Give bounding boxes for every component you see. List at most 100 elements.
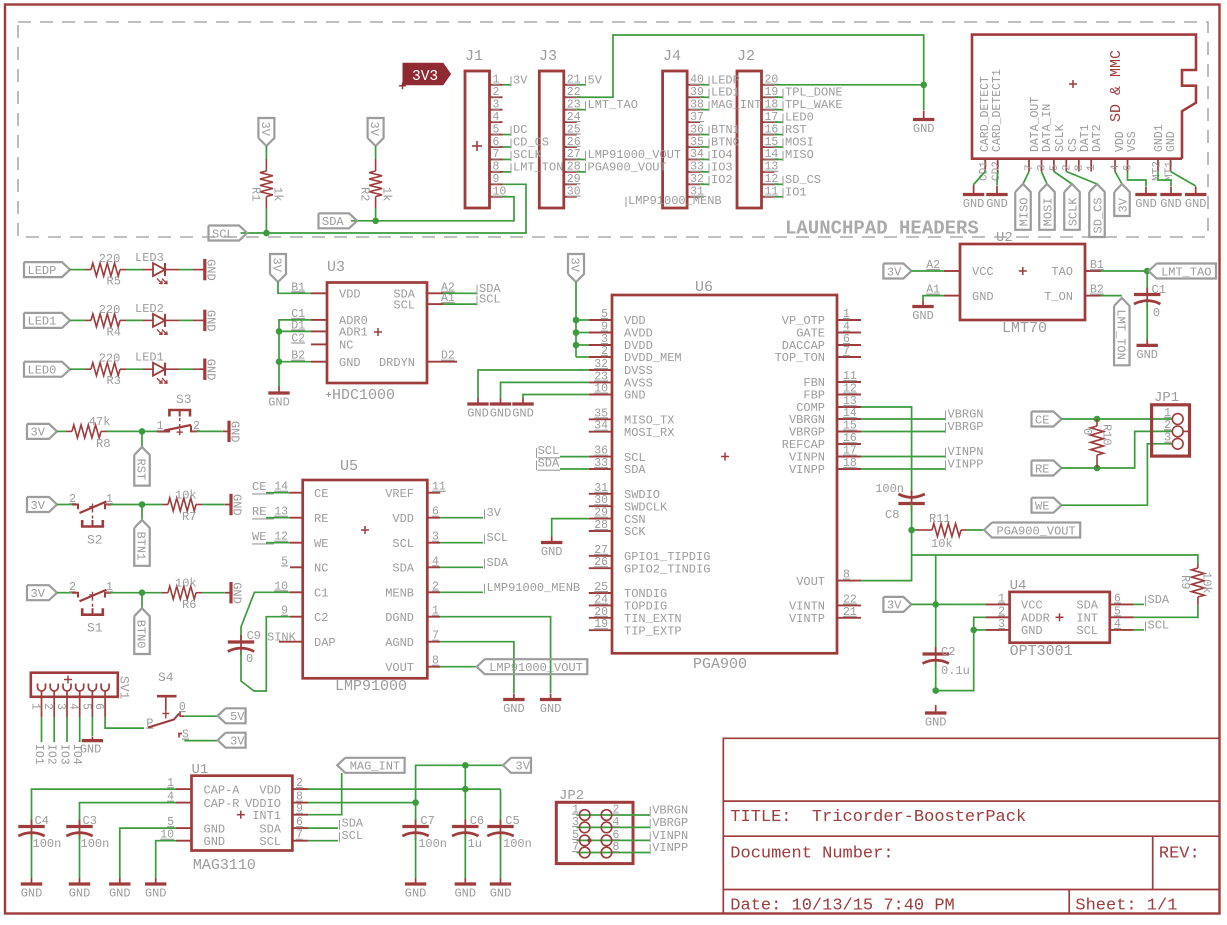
svg-text:TIN_EXTN: TIN_EXTN: [624, 612, 682, 626]
svg-text:4: 4: [1114, 618, 1121, 631]
svg-text:ADR0: ADR0: [339, 314, 368, 328]
svg-text:GND: GND: [1135, 197, 1157, 211]
svg-text:S1: S1: [87, 621, 103, 636]
svg-text:U4: U4: [1010, 578, 1027, 594]
svg-text:1: 1: [572, 804, 579, 817]
svg-text:6: 6: [1114, 592, 1121, 605]
svg-text:8: 8: [613, 841, 620, 854]
svg-text:2: 2: [493, 86, 500, 99]
svg-text:100n: 100n: [503, 837, 532, 851]
svg-text:TPL_DONE: TPL_DONE: [785, 86, 843, 100]
svg-text:3V: 3V: [258, 122, 272, 137]
svg-text:2: 2: [1164, 419, 1171, 432]
svg-text:3: 3: [601, 333, 608, 346]
svg-text:VBRGP: VBRGP: [789, 426, 825, 440]
svg-text:VINTN: VINTN: [789, 600, 825, 614]
svg-text:4: 4: [843, 321, 850, 334]
svg-text:31: 31: [690, 186, 704, 199]
svg-text:4: 4: [67, 703, 80, 710]
svg-text:8: 8: [1074, 164, 1086, 171]
svg-text:S: S: [182, 729, 189, 742]
svg-text:VDD: VDD: [259, 783, 281, 797]
svg-text:GND: GND: [540, 702, 562, 716]
svg-text:IO2: IO2: [711, 173, 733, 187]
svg-text:GND: GND: [1021, 624, 1043, 638]
svg-text:3V: 3V: [230, 735, 245, 749]
svg-text:26: 26: [567, 136, 581, 149]
svg-text:FBN: FBN: [803, 376, 825, 390]
svg-text:5: 5: [601, 308, 608, 321]
svg-text:100n: 100n: [418, 837, 447, 851]
svg-text:GND: GND: [1185, 197, 1207, 211]
svg-text:GND: GND: [228, 421, 242, 443]
svg-text:23: 23: [594, 370, 608, 383]
svg-text:27: 27: [594, 544, 608, 557]
svg-text:R2: R2: [358, 187, 372, 201]
svg-text:VBRGN: VBRGN: [789, 413, 825, 427]
svg-text:LEDP: LEDP: [28, 264, 57, 278]
svg-text:LED1: LED1: [135, 351, 164, 365]
svg-text:1k: 1k: [380, 187, 394, 201]
svg-text:U5: U5: [340, 458, 358, 475]
svg-text:GND: GND: [503, 702, 525, 716]
svg-text:C1: C1: [314, 587, 328, 601]
svg-text:30: 30: [567, 186, 581, 199]
svg-text:0: 0: [1080, 428, 1094, 435]
svg-text:34: 34: [594, 420, 608, 433]
svg-text:1: 1: [106, 581, 113, 594]
svg-text:0: 0: [1153, 306, 1160, 320]
svg-text:GND: GND: [1160, 197, 1182, 211]
svg-text:BTN0: BTN0: [711, 136, 740, 150]
svg-text:SDA: SDA: [624, 463, 646, 477]
svg-text:GND: GND: [230, 582, 244, 604]
svg-text:9: 9: [601, 321, 608, 334]
svg-text:SDA: SDA: [479, 282, 501, 296]
svg-text:SDA: SDA: [259, 822, 281, 836]
svg-text:MISO: MISO: [785, 148, 814, 162]
svg-text:DC: DC: [513, 123, 527, 137]
svg-text:P: P: [146, 717, 153, 731]
svg-text:SCL: SCL: [392, 537, 414, 551]
svg-text:DVSS: DVSS: [624, 364, 653, 378]
svg-text:LMP91000: LMP91000: [335, 678, 407, 695]
svg-text:TPL_WAKE: TPL_WAKE: [785, 98, 843, 112]
svg-text:DVDD: DVDD: [624, 339, 653, 353]
svg-text:SCL: SCL: [1148, 618, 1170, 632]
svg-text:100n: 100n: [81, 837, 110, 851]
svg-text:MOSI: MOSI: [785, 136, 814, 150]
svg-text:3V: 3V: [367, 122, 381, 137]
svg-text:SD_CS: SD_CS: [1091, 197, 1105, 233]
svg-text:LMT_TAO: LMT_TAO: [588, 98, 638, 112]
svg-text:S2: S2: [87, 533, 103, 548]
svg-text:MISO: MISO: [1017, 197, 1031, 226]
svg-text:DAT2: DAT2: [1091, 124, 1104, 152]
svg-text:4: 4: [1110, 164, 1122, 171]
svg-text:VBRGN: VBRGN: [948, 408, 984, 422]
svg-text:A1: A1: [441, 292, 455, 305]
svg-text:1: 1: [998, 592, 1005, 605]
svg-text:U6: U6: [695, 279, 713, 296]
svg-text:GND: GND: [624, 389, 646, 403]
svg-text:6: 6: [432, 506, 439, 519]
svg-text:GND: GND: [467, 407, 489, 421]
svg-text:7: 7: [432, 630, 439, 643]
svg-text:100n: 100n: [33, 837, 62, 851]
svg-text:R9: R9: [1178, 575, 1192, 589]
svg-text:25: 25: [594, 581, 608, 594]
svg-text:MT1: MT1: [1164, 161, 1176, 181]
svg-text:AVSS: AVSS: [624, 377, 653, 391]
svg-text:LED1: LED1: [28, 315, 57, 329]
svg-text:GND: GND: [203, 359, 217, 381]
svg-text:LED0: LED0: [785, 111, 814, 125]
svg-text:SDA: SDA: [322, 215, 344, 229]
svg-text:2: 2: [296, 777, 303, 790]
svg-text:B1: B1: [291, 281, 305, 294]
svg-text:2: 2: [1061, 164, 1073, 171]
svg-text:14: 14: [765, 148, 779, 161]
svg-text:INT1: INT1: [252, 809, 281, 823]
svg-text:7: 7: [843, 345, 850, 358]
svg-text:LAUNCHPAD HEADERS: LAUNCHPAD HEADERS: [785, 218, 979, 240]
svg-text:SCL: SCL: [487, 531, 509, 545]
svg-text:VINPN: VINPN: [652, 829, 688, 843]
svg-text:CAP-A: CAP-A: [204, 783, 241, 797]
